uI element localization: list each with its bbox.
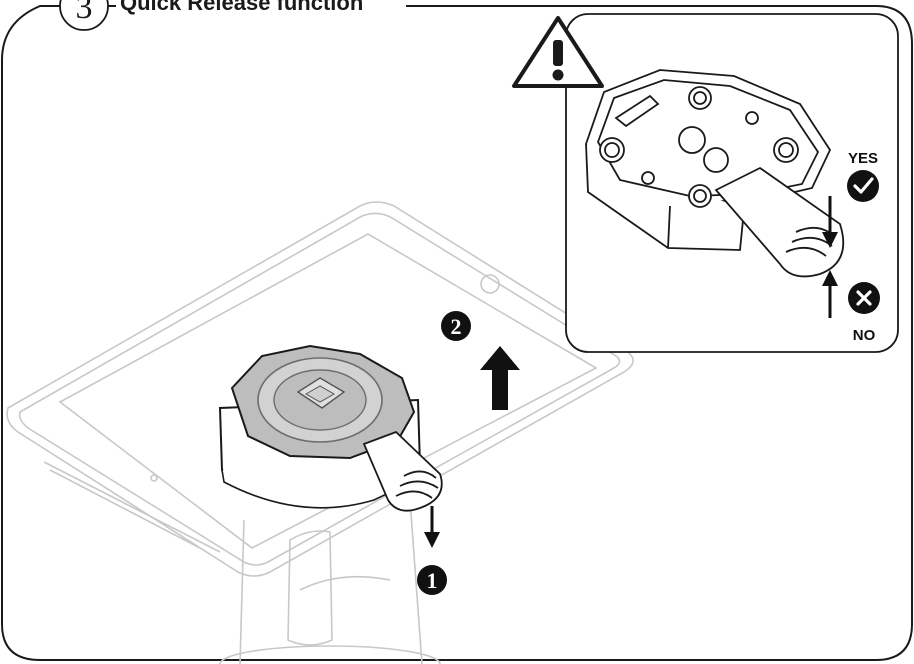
svg-text:1: 1 — [427, 568, 438, 593]
no-arrow — [822, 270, 838, 318]
step-header: 3 Quick Release function — [59, 0, 406, 31]
warning-triangle-icon — [512, 16, 604, 88]
quick-release-mount — [218, 344, 422, 509]
callout-lever — [714, 166, 845, 278]
no-label: NO — [853, 327, 876, 344]
mount-base-detail — [584, 69, 832, 251]
lift-tablet-arrow — [480, 346, 520, 410]
title-backdrop — [116, 0, 406, 16]
svg-text:2: 2 — [451, 314, 462, 339]
step-number: 3 — [76, 0, 93, 26]
tablet-case — [6, 201, 634, 577]
step-frame — [0, 5, 913, 661]
step-number-circle — [59, 0, 109, 31]
press-lever-arrow — [424, 506, 440, 548]
x-circle-icon — [848, 282, 880, 314]
yes-arrow — [822, 196, 838, 248]
step-marker-2: 2 — [441, 311, 471, 341]
tablet-home-button — [480, 274, 500, 294]
stand-column — [239, 499, 423, 664]
tablet-camera — [150, 474, 158, 482]
tablet-illustration — [6, 201, 634, 664]
release-lever — [362, 430, 443, 512]
tablet-screen — [58, 233, 598, 549]
check-circle-icon — [847, 170, 879, 202]
step-title: Quick Release function — [120, 0, 363, 15]
yes-label: YES — [848, 150, 878, 167]
warning-callout: YES NO — [512, 13, 899, 353]
step-marker-1: 1 — [417, 565, 447, 595]
